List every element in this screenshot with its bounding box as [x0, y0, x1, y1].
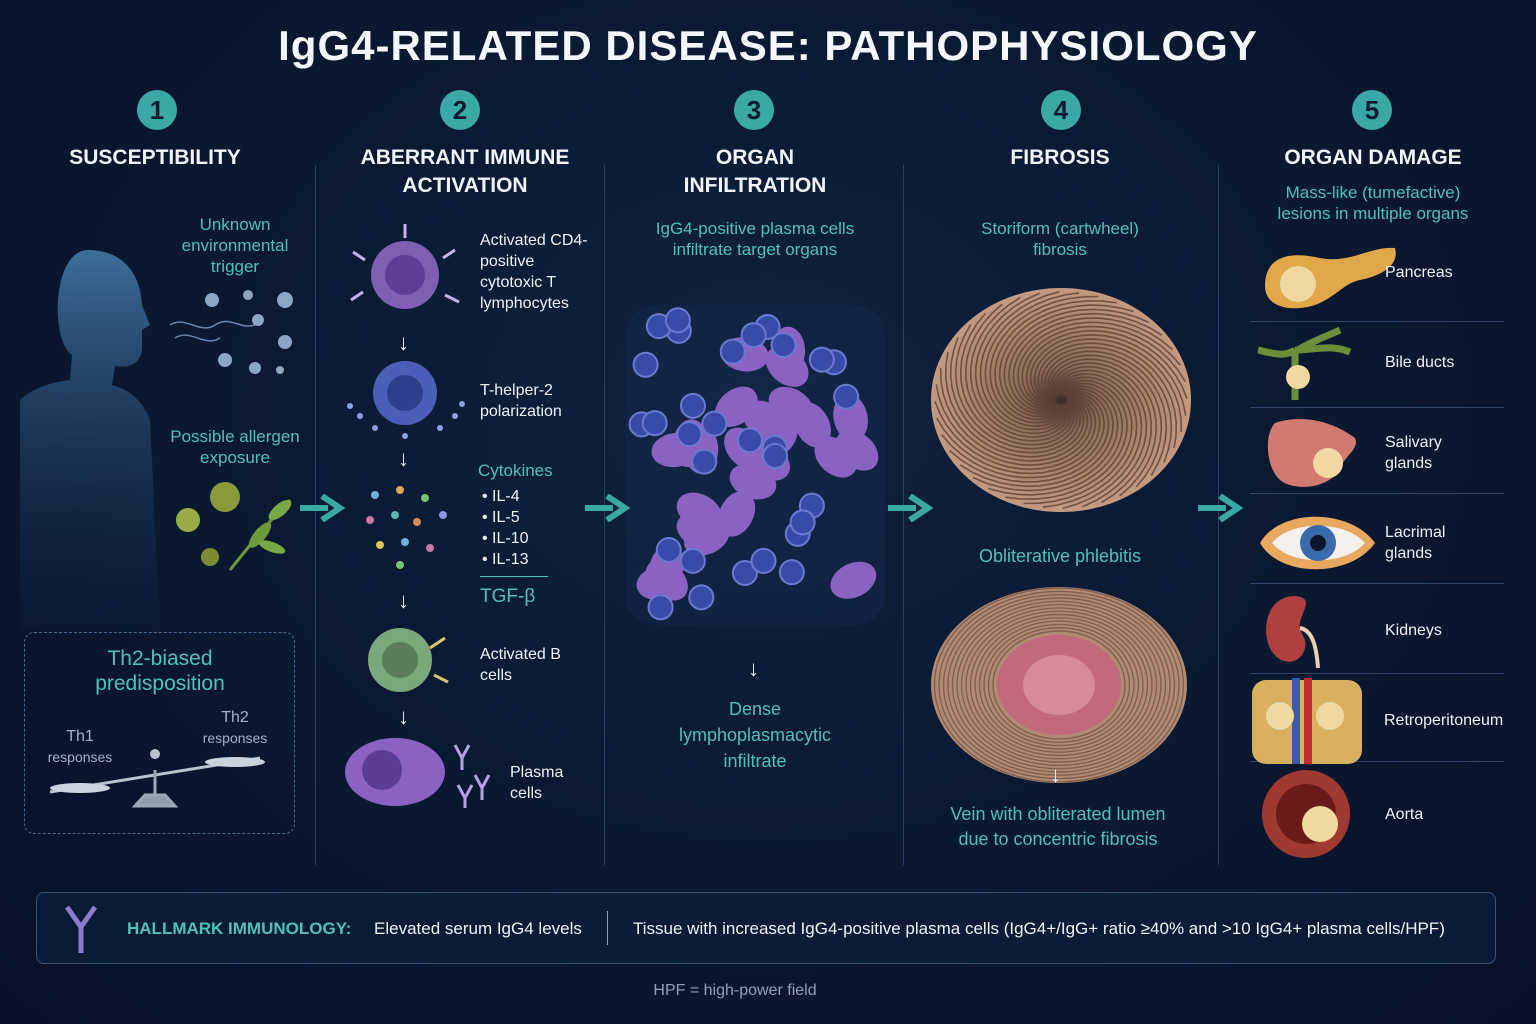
- cytokine-item: • IL-10: [482, 530, 529, 547]
- retroperitoneum-icon: [1252, 678, 1362, 764]
- step-number-4: 4: [1041, 90, 1081, 130]
- step-number-5: 5: [1352, 90, 1392, 130]
- step-number-3: 3: [734, 90, 774, 130]
- organ-damage-description: Mass-like (tumefactive) lesions in multi…: [1277, 183, 1469, 223]
- hallmark-label: HALLMARK IMMUNOLOGY:: [127, 919, 352, 938]
- organ-label: Bile ducts: [1385, 354, 1455, 371]
- cytokine-item: • IL-4: [482, 488, 520, 505]
- storiform-fibrosis-icon: [931, 288, 1191, 512]
- down-arrow: ↓: [1050, 762, 1061, 787]
- person-silhouette: [20, 250, 160, 630]
- organ-row-bile-ducts: Bile ducts: [1250, 322, 1504, 408]
- predisposition-box: [24, 632, 295, 834]
- page-title: IgG4-RELATED DISEASE: PATHOPHYSIOLOGY: [278, 22, 1258, 69]
- pancreas-icon: [1265, 247, 1396, 309]
- organ-label: Aorta: [1385, 806, 1424, 823]
- lymphoplasmacytic-tissue-icon: [625, 305, 885, 625]
- allergen-pollen-icon: [176, 482, 292, 571]
- th2-cell-icon: [347, 361, 465, 439]
- hallmark-serum: Elevated serum IgG4 levels: [374, 919, 582, 938]
- organ-label: Kidneys: [1385, 622, 1442, 639]
- down-arrow: ↓: [398, 446, 409, 471]
- organ-label: Retroperitoneum: [1384, 712, 1504, 729]
- infiltrate-result-label: Dense lymphoplasmacytic infiltrate: [678, 699, 832, 771]
- kidney-icon: [1266, 596, 1320, 669]
- organ-row-retroperitoneum: Retroperitoneum: [1250, 676, 1504, 764]
- tgf-beta-label: TGF-β: [480, 586, 536, 607]
- antibody-icon: [64, 905, 98, 953]
- plasma-cells-label: Plasma cells: [510, 764, 564, 802]
- obliterative-phlebitis-icon: [931, 587, 1187, 783]
- step-number-1: 1: [137, 90, 177, 130]
- down-arrow: ↓: [398, 588, 409, 613]
- organ-row-kidneys: Kidneys: [1250, 588, 1504, 674]
- b-cells-label: Activated B cells: [480, 646, 561, 684]
- column-divider: [1218, 165, 1219, 865]
- vein-lumen-label: Vein with obliterated lumen due to conce…: [950, 804, 1166, 849]
- cytokine-item: • IL-13: [482, 551, 529, 568]
- salivary-glands-icon: [1267, 418, 1357, 487]
- b-cell-icon: [368, 628, 449, 692]
- aorta-icon: [1262, 770, 1350, 858]
- phlebitis-label: Obliterative phlebitis: [978, 546, 1142, 566]
- hallmark-separator: [607, 911, 608, 945]
- down-arrow: ↓: [398, 704, 409, 729]
- organ-label: Pancreas: [1385, 264, 1453, 281]
- organ-row-lacrimal-glands: Lacrimal glands: [1250, 498, 1504, 584]
- th1-label: Th1 responses: [47, 728, 113, 765]
- infiltration-description: IgG4-positive plasma cells infiltrate ta…: [655, 219, 855, 259]
- cytokine-separator: [480, 576, 548, 577]
- organ-row-salivary-glands: Salivary glands: [1250, 408, 1504, 494]
- predisposition-label: Th2-biased predisposition: [95, 647, 225, 695]
- flow-arrow: [1198, 494, 1244, 522]
- storiform-label: Storiform (cartwheel) fibrosis: [981, 219, 1139, 259]
- flow-arrow: [300, 494, 346, 522]
- down-arrow: ↓: [748, 656, 759, 681]
- flow-arrow: [585, 494, 631, 522]
- down-arrow: ↓: [398, 330, 409, 355]
- step-heading-4: FIBROSIS: [1010, 146, 1110, 169]
- cytokine-item: • IL-5: [482, 509, 520, 526]
- column-divider: [315, 165, 316, 865]
- organ-label: Salivary glands: [1385, 434, 1442, 472]
- environmental-particles-icon: [169, 290, 293, 374]
- organ-row-pancreas: Pancreas: [1250, 236, 1504, 322]
- organ-row-aorta: Aorta: [1250, 768, 1504, 858]
- step-number-2: 2: [440, 90, 480, 130]
- column-divider: [604, 165, 605, 865]
- t-lymphocyte-label: Activated CD4-positive cytotoxic T lymph…: [480, 232, 588, 312]
- bile-ducts-icon: [1257, 326, 1352, 400]
- step-heading-2: ABERRANT IMMUNE ACTIVATION: [360, 146, 570, 197]
- cytokines-title: Cytokines: [478, 461, 553, 480]
- step-heading-1: SUSCEPTIBILITY: [69, 146, 241, 169]
- step-heading-5: ORGAN DAMAGE: [1284, 146, 1462, 169]
- hallmark-box: HALLMARK IMMUNOLOGY: Elevated serum IgG4…: [36, 892, 1496, 964]
- organ-label: Lacrimal glands: [1385, 524, 1446, 562]
- eye-icon: [1260, 516, 1375, 570]
- plasma-cell-icon: [345, 738, 491, 808]
- flow-arrow: [888, 494, 934, 522]
- th2-polarization-label: T-helper-2 polarization: [480, 382, 562, 420]
- footnote: HPF = high-power field: [653, 982, 817, 999]
- cytokine-list: • IL-4 • IL-5 • IL-10 • IL-13: [482, 486, 572, 570]
- step-heading-3: ORGAN INFILTRATION: [683, 146, 827, 197]
- trigger-label: Unknown environmental trigger: [181, 215, 289, 276]
- th2-label: Th2 responses: [202, 709, 268, 746]
- cd4-t-cell-icon: [350, 224, 460, 309]
- balance-scale-icon: [50, 749, 265, 808]
- column-divider: [903, 165, 904, 865]
- cytokine-dots-icon: [366, 486, 447, 569]
- allergen-label: Possible allergen exposure: [170, 427, 300, 467]
- hallmark-tissue: Tissue with increased IgG4-positive plas…: [633, 919, 1445, 938]
